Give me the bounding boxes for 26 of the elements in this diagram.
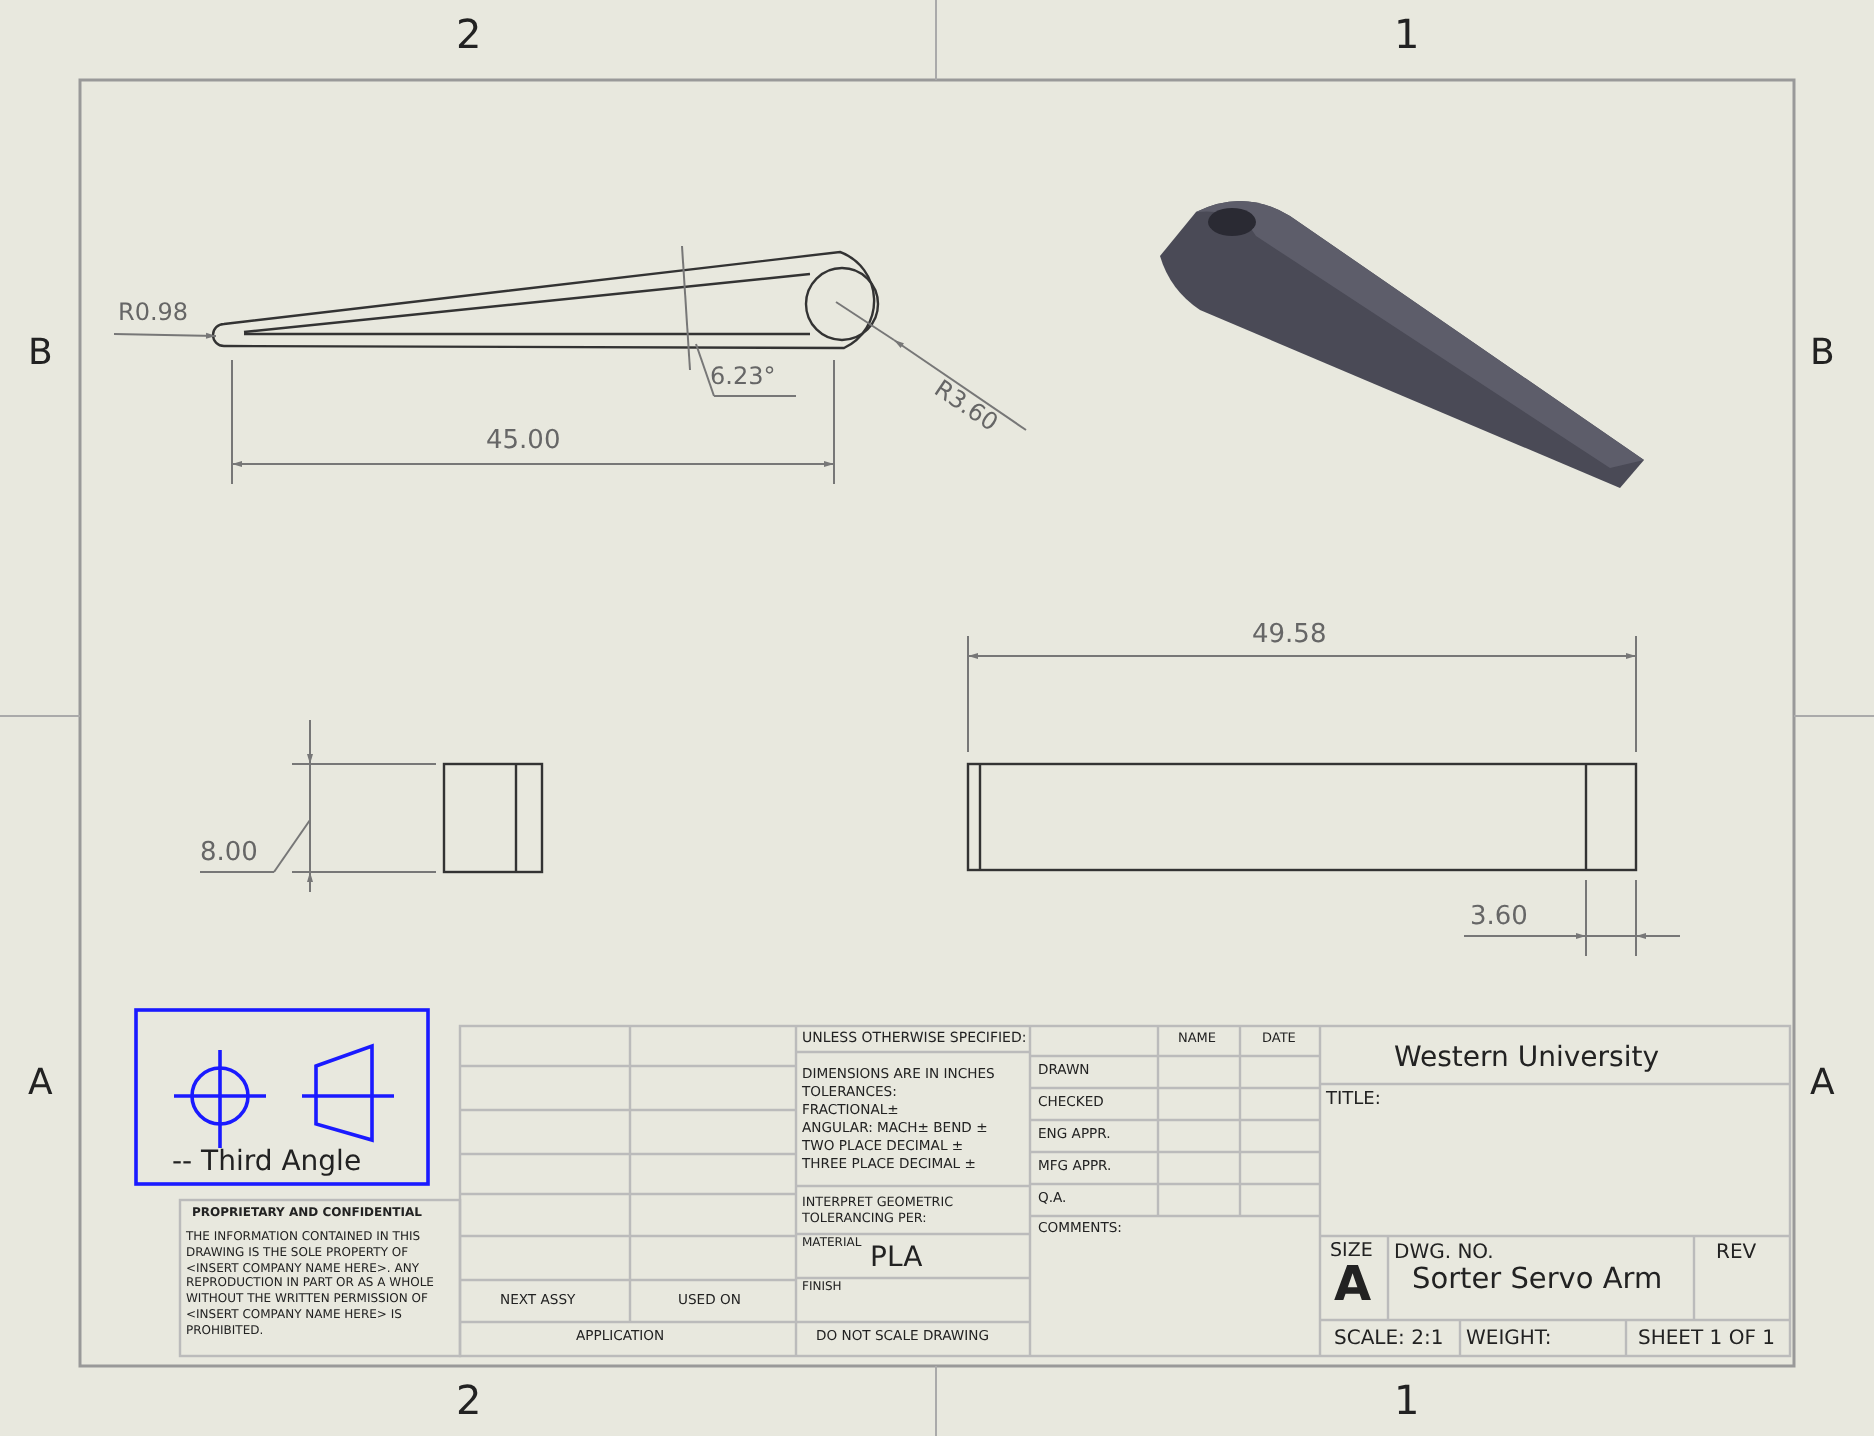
- dimension-value: 8.00: [200, 840, 258, 870]
- zone-label: B: [1810, 334, 1835, 376]
- dimension-value: 3.60: [1470, 904, 1528, 934]
- zone-label: B: [28, 334, 53, 376]
- dimension-value: 45.00: [486, 428, 561, 458]
- title-block-text: REV: [1716, 1242, 1757, 1265]
- sheet-size-value: A: [1334, 1258, 1372, 1314]
- title-block-text: SHEET 1 OF 1: [1638, 1328, 1775, 1351]
- zone-label: A: [28, 1064, 53, 1106]
- zone-label: 1: [1394, 1378, 1420, 1424]
- title-block-text: WEIGHT:: [1466, 1328, 1552, 1351]
- title-block-text: SCALE: 2:1: [1334, 1328, 1444, 1351]
- dimension-value: R0.98: [118, 300, 189, 328]
- title-block-text: SIZE: [1330, 1242, 1373, 1264]
- zone-label: 2: [456, 12, 482, 58]
- organization-name: Western University: [1394, 1042, 1659, 1075]
- dimension-value: 49.58: [1252, 622, 1327, 652]
- drawing-number-value: Sorter Servo Arm: [1412, 1264, 1663, 1298]
- zone-label: 2: [456, 1378, 482, 1424]
- title-block-text: DWG. NO.: [1394, 1242, 1494, 1265]
- dimension-value: 6.23°: [710, 364, 776, 392]
- zone-label: A: [1810, 1064, 1835, 1106]
- material-value: PLA: [870, 1242, 923, 1275]
- projection-type-text: -- Third Angle: [172, 1146, 362, 1179]
- zone-label: 1: [1394, 12, 1420, 58]
- title-block-text: TITLE:: [1326, 1090, 1381, 1111]
